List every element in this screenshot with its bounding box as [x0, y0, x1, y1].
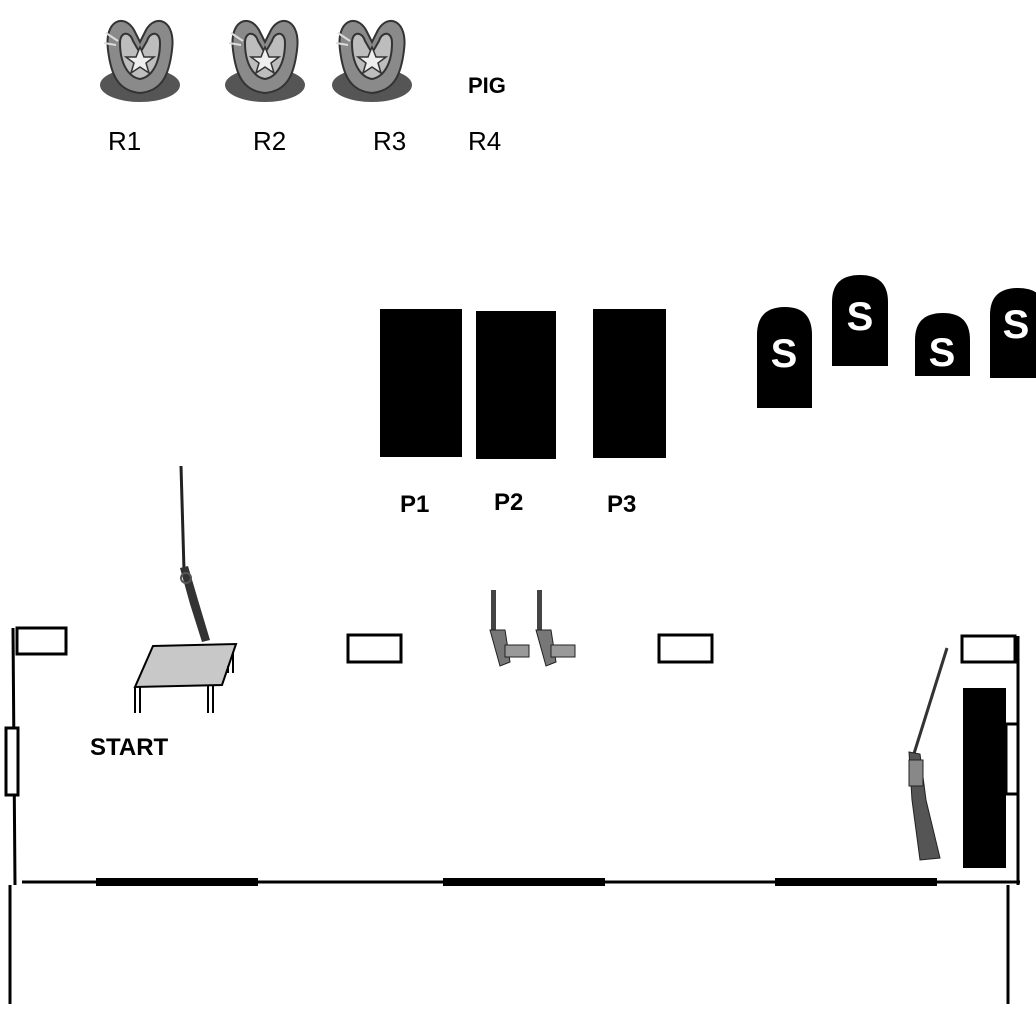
firing-line-segment	[775, 878, 937, 886]
table-icon	[133, 642, 238, 713]
shotgun-target-letter: S	[929, 331, 956, 375]
shotgun-target-letter: S	[847, 295, 874, 339]
firing-line-segment	[443, 878, 605, 886]
cowboy-badge-icon	[225, 19, 305, 102]
label-r1: R1	[108, 126, 141, 156]
position-box	[346, 633, 403, 664]
position-box	[960, 634, 1017, 664]
pistol-icon	[535, 590, 576, 667]
position-box	[657, 633, 714, 664]
shotgun-target-letter: S	[1003, 303, 1030, 347]
label-p1: P1	[400, 491, 429, 518]
right-wall-post	[1004, 722, 1020, 796]
rifle-icon	[179, 465, 210, 642]
label-start: START	[90, 734, 169, 761]
pistol-target-p1	[380, 309, 462, 457]
left-wall-post	[4, 726, 20, 797]
shotgun-target-letter: S	[771, 332, 798, 376]
position-box	[15, 626, 68, 656]
cowboy-badge-icon	[100, 19, 180, 102]
shotgun-target: S	[915, 313, 970, 376]
shotgun-target: S	[990, 288, 1036, 378]
label-r4: R4	[468, 126, 501, 156]
shotgun-icon	[908, 647, 949, 861]
pistol-target-p2	[476, 311, 556, 459]
label-pig: PIG	[468, 73, 506, 98]
shotgun-target: S	[757, 307, 812, 408]
cowboy-badge-icon	[332, 19, 412, 102]
firing-line-segment	[96, 878, 258, 886]
label-r3: R3	[373, 126, 406, 156]
label-r2: R2	[253, 126, 286, 156]
pistol-target-p3	[593, 309, 666, 458]
pistol-icon	[489, 590, 530, 667]
label-p2: P2	[494, 489, 523, 516]
shotgun-target: S	[832, 275, 888, 366]
right-wall-panel	[963, 688, 1006, 868]
label-p3: P3	[607, 491, 636, 518]
